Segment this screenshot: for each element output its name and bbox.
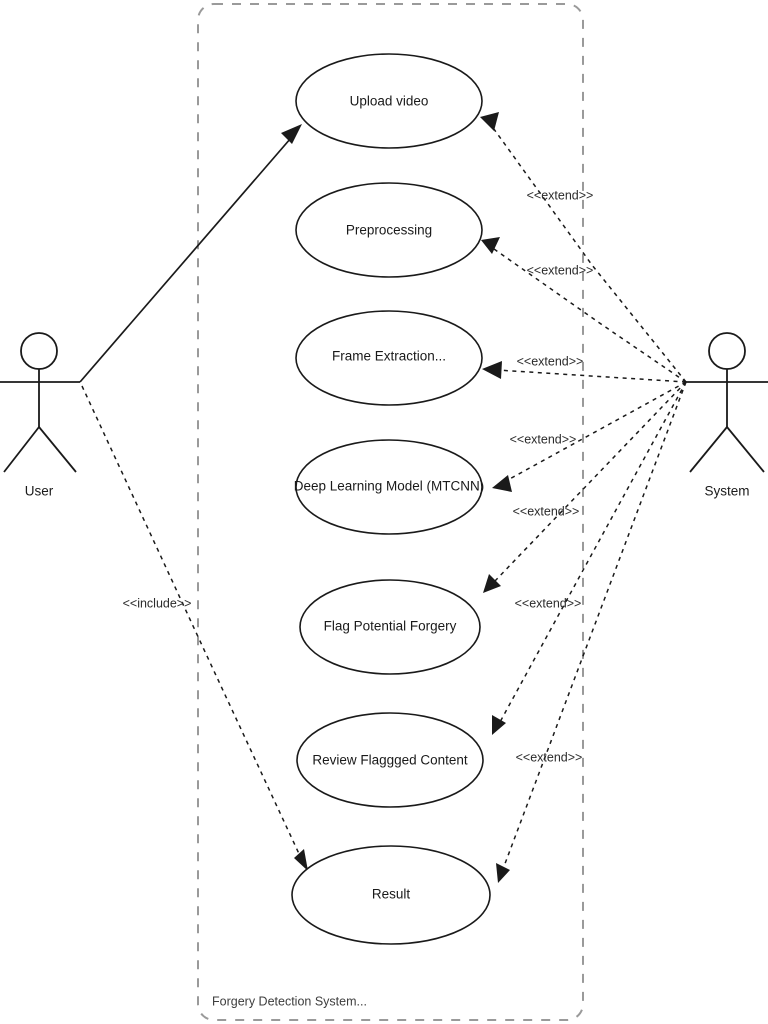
actor-system-label: System [704,484,749,499]
relationship-user-result[interactable]: <<include>> [81,385,308,871]
use-case-ellipse [295,182,483,278]
use-case-label: Frame Extraction... [332,349,446,364]
relationship-system-model[interactable]: <<extend>> [492,381,687,492]
use-case-ellipse [295,439,483,535]
system-frames-arrowhead [482,361,502,379]
relationship-system-preprocessing[interactable]: <<extend>> [481,237,687,383]
system-leg-left [689,426,728,473]
extend-stereotype-label-model: <<extend>> [510,432,577,446]
use-case-label: Upload video [350,94,429,109]
extend-stereotype-label-preprocessing: <<extend>> [527,263,594,277]
use-case-label: Flag Potential Forgery [324,619,457,634]
system-model-arrowhead [492,475,512,492]
extend-stereotype-label-frames: <<extend>> [517,354,584,368]
extend-stereotype-label-result: <<extend>> [516,750,583,764]
relationship-system-frames[interactable]: <<extend>> [482,354,687,383]
use-case-upload-video[interactable]: Upload video [295,53,483,149]
system-review-arrowhead [492,715,506,735]
relationship-system-result[interactable]: <<extend>> [496,381,687,883]
use-case-ellipse [291,845,491,945]
system-flag-line [493,381,687,583]
system-preproc-line [493,248,687,383]
use-case-review-flagged-content[interactable]: Review Flaggged Content [296,712,484,808]
relationship-system-upload[interactable]: <<extend>> [480,112,687,383]
actor-system[interactable]: System [686,332,768,499]
use-case-label: Review Flaggged Content [312,753,468,768]
system-upload-arrowhead [480,112,499,131]
user-leg-left [3,426,40,473]
actor-user-label: User [25,484,54,499]
user-upload-arrowhead [281,124,302,144]
use-case-result[interactable]: Result [291,845,491,945]
system-frames-line [496,369,687,383]
extend-stereotype-label-upload: <<extend>> [527,188,594,202]
use-case-label: Preprocessing [346,223,432,238]
extend-stereotype-label-review: <<extend>> [515,596,582,610]
relationship-user-upload[interactable] [79,124,302,383]
use-case-ellipse [296,712,484,808]
use-case-ellipse [299,579,481,675]
user-result-arrowhead [294,849,308,871]
relationship-system-review[interactable]: <<extend>> [492,381,687,735]
use-case-ellipse [295,53,483,149]
system-model-line [505,381,687,482]
user-head [20,332,58,370]
system-head [708,332,746,370]
use-case-label: Deep Learning Model (MTCNN) [294,479,485,494]
use-case-label: Result [372,887,411,902]
system-preproc-arrowhead [481,237,500,254]
relationship-system-flag[interactable]: <<extend>> [483,381,687,593]
use-case-flag-potential-forgery[interactable]: Flag Potential Forgery [299,579,481,675]
system-upload-line [490,124,687,383]
user-result-line [81,385,302,859]
actor-user[interactable]: User [0,332,80,499]
extend-stereotype-label-flag: <<extend>> [513,504,580,518]
system-boundary-label: Forgery Detection System... [212,994,367,1008]
user-upload-line [79,130,298,383]
user-leg-right [38,426,77,473]
use-case-deep-learning-model[interactable]: Deep Learning Model (MTCNN) [294,439,485,535]
system-flag-arrowhead [483,574,501,593]
system-boundary [197,3,584,1021]
system-leg-right [726,426,765,473]
use-case-ellipse [295,310,483,406]
system-result-line [502,381,687,870]
system-result-arrowhead [496,863,510,883]
include-stereotype-label: <<include>> [123,596,192,610]
use-case-preprocessing[interactable]: Preprocessing [295,182,483,278]
use-case-frame-extraction[interactable]: Frame Extraction... [295,310,483,406]
